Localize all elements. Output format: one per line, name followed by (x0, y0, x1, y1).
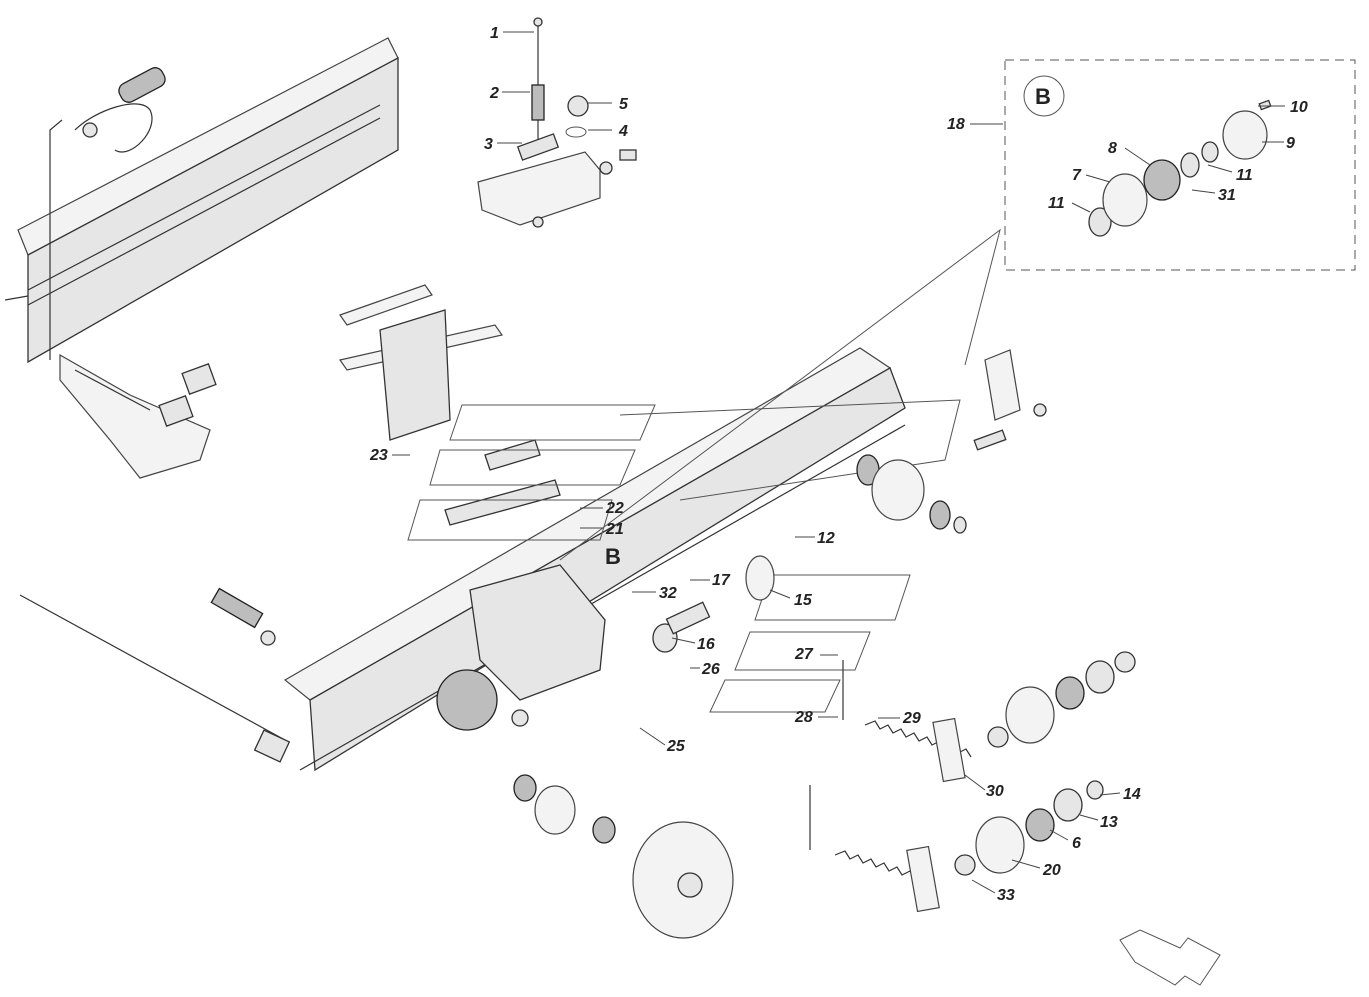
callout-29: 29 (902, 710, 921, 727)
callout-8: 8 (1108, 140, 1117, 157)
spring-tensioners (809, 660, 972, 913)
callout-25: 25 (666, 738, 686, 755)
side-panel (4, 37, 399, 364)
callout-5: 5 (619, 96, 629, 113)
callout-33: 33 (997, 887, 1015, 904)
pulley-stack-upper (987, 651, 1136, 748)
left-shaft (210, 587, 291, 763)
callout-4: 4 (618, 123, 628, 140)
hose-fitting (74, 67, 166, 153)
callout-3: 3 (484, 136, 493, 153)
callout-26: 26 (701, 661, 720, 678)
callout-13: 13 (1100, 814, 1118, 831)
projection-outlines (407, 228, 1001, 713)
callout-28: 28 (794, 709, 813, 726)
callout-18: 18 (947, 116, 965, 133)
right-bracket (973, 349, 1047, 451)
callout-14: 14 (1123, 786, 1141, 803)
callout-11-left: 11 (1048, 195, 1065, 212)
slide-rails (338, 284, 561, 526)
callout-23: 23 (369, 447, 388, 464)
callout-12: 12 (817, 530, 835, 547)
callout-31: 31 (1218, 187, 1236, 204)
direction-arrow (1119, 929, 1221, 986)
callout-32: 32 (659, 585, 677, 602)
callout-20: 20 (1042, 862, 1061, 879)
callouts: 1 2 3 5 4 18 B 10 9 8 7 11 31 11 23 22 2… (369, 25, 1308, 904)
mount-bracket (59, 353, 217, 479)
callout-22: 22 (605, 500, 624, 517)
callout-30: 30 (986, 783, 1004, 800)
tension-assembly (477, 17, 637, 228)
callout-11-right: 11 (1236, 167, 1253, 184)
callout-21: 21 (605, 521, 624, 538)
callout-2: 2 (489, 85, 499, 102)
gearbox (436, 564, 606, 731)
leader-lines (392, 31, 1285, 894)
callout-10: 10 (1290, 99, 1308, 116)
detail-b-label-inset: B (1035, 84, 1051, 109)
lower-pulleys (513, 774, 734, 939)
bearing-pulley-upper (856, 454, 967, 534)
callout-17: 17 (712, 572, 731, 589)
callout-7: 7 (1072, 167, 1082, 184)
main-beam (19, 347, 906, 772)
flange-bearing (652, 555, 775, 653)
callout-27: 27 (794, 646, 814, 663)
callout-15: 15 (794, 592, 813, 609)
callout-6: 6 (1072, 835, 1081, 852)
detail-b-label-main: B (605, 544, 621, 569)
pulley-stack-lower (954, 780, 1104, 876)
callout-1: 1 (490, 25, 499, 42)
callout-9: 9 (1286, 135, 1295, 152)
detail-b-inset (1004, 59, 1356, 271)
callout-16: 16 (697, 636, 715, 653)
